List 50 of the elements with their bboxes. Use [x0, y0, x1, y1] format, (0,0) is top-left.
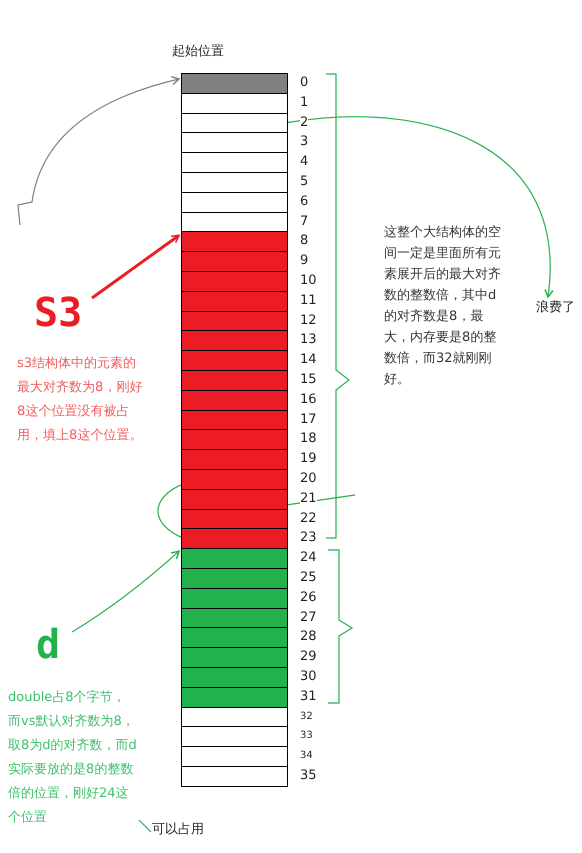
memory-cell — [181, 370, 288, 392]
memory-cell — [181, 588, 288, 610]
memory-cell — [181, 568, 288, 590]
memory-cell — [181, 429, 288, 451]
memory-cell — [181, 350, 288, 372]
memory-cell — [181, 469, 288, 490]
memory-cell — [181, 528, 288, 550]
arrow — [72, 550, 180, 633]
annotation-text: 浪费了 — [536, 300, 582, 316]
memory-cell — [181, 92, 288, 114]
memory-cell — [181, 706, 288, 728]
annotation-text: 起始位置 — [172, 44, 252, 60]
memory-cell — [181, 290, 288, 312]
memory-cell — [181, 251, 288, 272]
memory-cell — [181, 112, 288, 134]
memory-cell — [181, 192, 288, 214]
memory-cell — [181, 608, 288, 629]
memory-cell — [181, 390, 288, 412]
memory-cell — [181, 548, 288, 570]
memory-cell — [181, 726, 288, 748]
connector-line — [138, 820, 152, 832]
memory-cell — [181, 330, 288, 352]
offset-number: 21 — [300, 490, 317, 507]
memory-cell — [181, 310, 288, 332]
arrow — [91, 234, 180, 300]
memory-cell — [181, 271, 288, 292]
memory-cell — [181, 667, 288, 688]
memory-cell — [181, 508, 288, 530]
handwritten-label: S3 — [34, 288, 92, 338]
arrow — [288, 116, 554, 298]
memory-cell — [181, 212, 288, 233]
memory-cell — [181, 647, 288, 668]
annotation-text: 可以占用 — [152, 822, 214, 838]
memory-cell — [181, 132, 288, 154]
memory-cell — [181, 746, 288, 768]
memory-cell — [181, 449, 288, 470]
annotation-text: double占8个字节，而vs默认对齐数为8，取8为d的对齐数，而d实际要放的是8的整数倍的位置，刚好24这个位置 — [8, 686, 138, 830]
annotation-text: s3结构体中的元素的最大对齐数为8，刚好8这个位置没有被占用，填上8这个位置。 — [17, 352, 143, 448]
arrow — [17, 76, 180, 226]
memory-cell — [181, 410, 288, 431]
memory-cell — [181, 172, 288, 194]
memory-cell — [181, 686, 288, 708]
memory-cell — [181, 488, 288, 510]
annotation-text: 这整个大结构体的空间一定是里面所有元素展开后的最大对齐数的整数倍，其中d的对齐数是8，最大，内存要是8的整数倍，而32就刚刚好。 — [384, 222, 502, 390]
memory-cell — [181, 627, 288, 649]
memory-cell — [181, 152, 288, 174]
memory-cell — [181, 73, 288, 94]
handwritten-label: d — [36, 620, 72, 670]
memory-cell — [181, 231, 288, 253]
memory-cell — [181, 766, 288, 788]
